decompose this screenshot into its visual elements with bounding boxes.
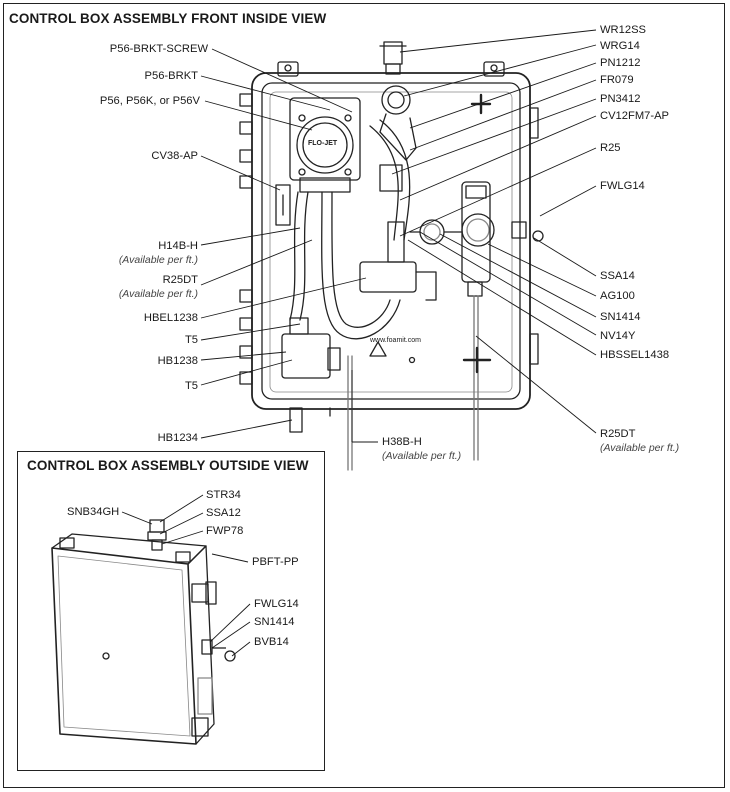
label-ssa12: SSA12 xyxy=(206,507,241,519)
label-r25dt-left: R25DT xyxy=(162,274,198,286)
note-r25dt-left: (Available per ft.) xyxy=(118,288,198,300)
label-ag100: AG100 xyxy=(600,290,635,302)
label-wr12ss: WR12SS xyxy=(600,24,647,36)
label-fwlg14-outside: FWLG14 xyxy=(254,598,299,610)
mount-tab-tl xyxy=(277,61,299,77)
label-wrg14: WRG14 xyxy=(600,40,640,52)
label-sn1414: SN1414 xyxy=(600,311,641,323)
label-fr079: FR079 xyxy=(600,74,634,86)
label-str34: STR34 xyxy=(206,489,241,501)
label-pbft-pp: PBFT-PP xyxy=(252,556,299,568)
outside-box-top xyxy=(51,533,207,565)
label-p56-brkt-screw: P56-BRKT-SCREW xyxy=(109,43,208,55)
label-ssa14: SSA14 xyxy=(600,270,635,282)
outside-view-panel xyxy=(17,451,325,771)
outside-view-title: CONTROL BOX ASSEMBLY OUTSIDE VIEW xyxy=(27,458,309,473)
label-bvb14: BVB14 xyxy=(254,636,289,648)
pump-bracket xyxy=(289,97,361,181)
label-t5-upper: T5 xyxy=(184,334,198,346)
label-hbel1238: HBEL1238 xyxy=(143,312,198,324)
label-r25dt-right: R25DT xyxy=(600,428,636,440)
note-h14b-h: (Available per ft.) xyxy=(118,254,198,266)
diagram-frame xyxy=(3,3,725,788)
pump-brand: FLO-JET xyxy=(308,140,338,147)
label-sn1414-outside: SN1414 xyxy=(254,616,295,628)
label-cv38-ap: CV38-AP xyxy=(151,150,198,162)
front-view-title: CONTROL BOX ASSEMBLY FRONT INSIDE VIEW xyxy=(9,11,327,26)
label-hb1238: HB1238 xyxy=(157,355,198,367)
outside-box-side xyxy=(187,545,215,745)
note-r25dt-right: (Available per ft.) xyxy=(600,442,680,454)
pump-head xyxy=(296,116,354,174)
label-h38b-h: H38B-H xyxy=(382,436,422,448)
label-hbssel1438: HBSSEL1438 xyxy=(600,349,670,361)
label-pn1212: PN1212 xyxy=(600,57,641,69)
label-hb1234: HB1234 xyxy=(157,432,198,444)
label-fwlg14: FWLG14 xyxy=(600,180,645,192)
label-fwp78: FWP78 xyxy=(206,525,244,537)
label-cv12fm7-ap: CV12FM7-AP xyxy=(600,110,670,122)
label-p56-brkt: P56-BRKT xyxy=(144,70,198,82)
label-t5-lower: T5 xyxy=(184,380,198,392)
label-snb34gh: SNB34GH xyxy=(67,506,120,518)
enclosure-inner xyxy=(261,82,521,400)
label-p56-variants: P56, P56K, or P56V xyxy=(99,95,200,107)
label-h14b-h: H14B-H xyxy=(158,240,198,252)
label-r25: R25 xyxy=(600,142,621,154)
label-nv14y: NV14Y xyxy=(600,330,636,342)
outside-box-front xyxy=(51,547,197,745)
label-pn3412: PN3412 xyxy=(600,93,641,105)
url-text: www.foamit.com xyxy=(370,337,421,344)
enclosure-outer xyxy=(251,72,531,410)
note-h38b-h: (Available per ft.) xyxy=(382,450,462,462)
